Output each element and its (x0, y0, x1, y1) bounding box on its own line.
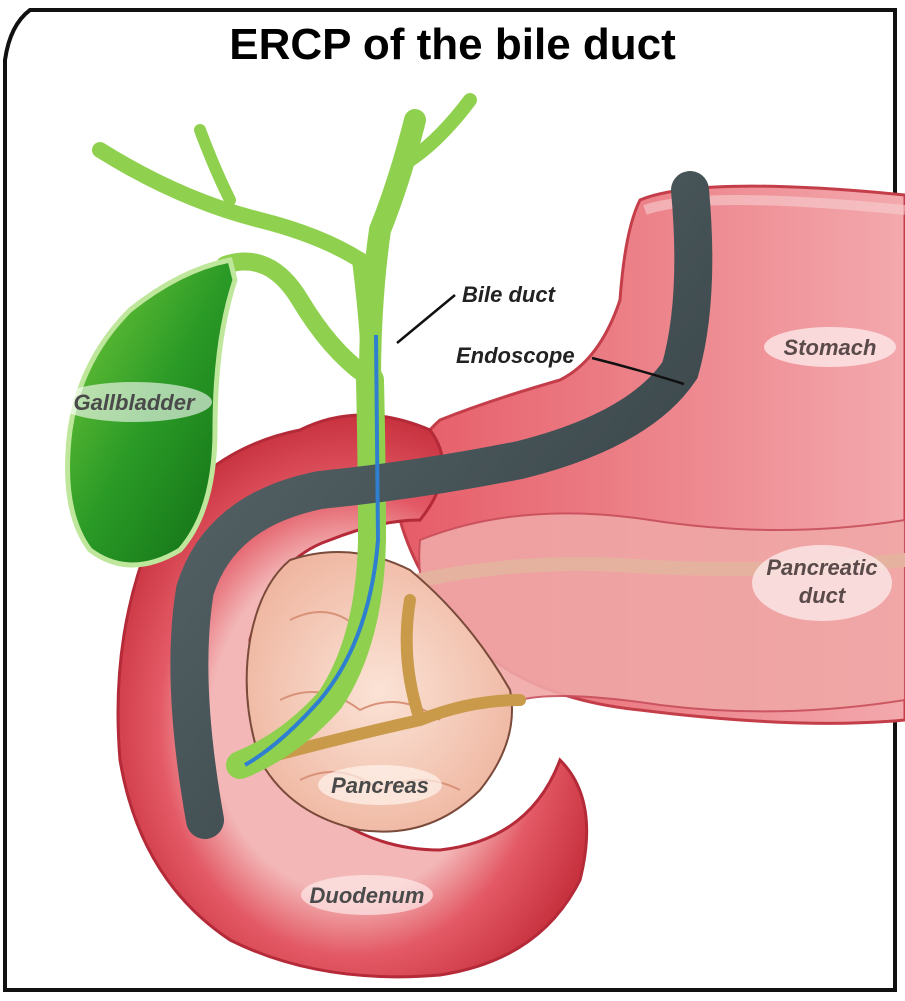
pancreatic-duct-label-line2: duct (799, 583, 847, 608)
pancreas-label: Pancreas (331, 773, 429, 798)
endoscope-label: Endoscope (456, 343, 575, 368)
gallbladder-label: Gallbladder (73, 390, 195, 415)
bile-duct-leader (397, 295, 455, 343)
duodenum-label: Duodenum (310, 883, 425, 908)
bile-duct-label: Bile duct (462, 282, 557, 307)
pancreatic-duct-label-line1: Pancreatic (766, 555, 877, 580)
diagram-title: ERCP of the bile duct (0, 20, 905, 70)
stomach-label: Stomach (784, 335, 877, 360)
